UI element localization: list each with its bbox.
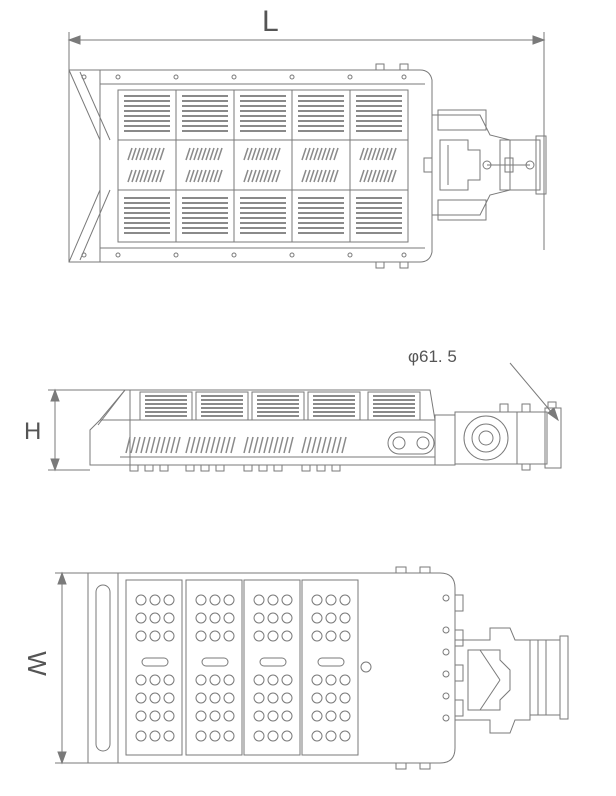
- pipe-diameter-label: φ61. 5: [408, 347, 457, 366]
- bottom-view: [55, 566, 569, 770]
- bottom-body-outline: [87, 572, 456, 764]
- bottom-mount: [455, 627, 569, 734]
- side-mount: [434, 362, 562, 471]
- top-bolt-holes: [81, 74, 407, 258]
- length-label: L: [262, 5, 279, 38]
- height-label: H: [24, 418, 42, 445]
- side-view: [48, 362, 562, 472]
- side-fin-blocks: [125, 391, 421, 454]
- width-label: W: [21, 651, 52, 676]
- top-body-outline: [68, 69, 433, 263]
- bottom-led-modules: [125, 579, 359, 756]
- top-fin-modules: [117, 89, 409, 243]
- width-dimension-line: [55, 571, 95, 765]
- top-mount-bracket: [423, 109, 547, 221]
- side-body-outline: [89, 389, 436, 466]
- top-view: [67, 32, 547, 269]
- length-dimension-line: [67, 32, 546, 250]
- height-dimension-line: [48, 388, 125, 472]
